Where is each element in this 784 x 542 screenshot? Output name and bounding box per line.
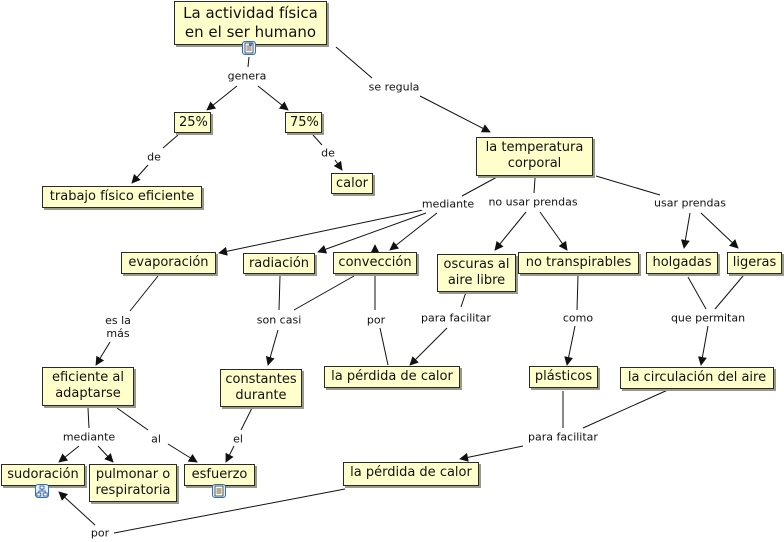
arrow-el-esfuerzo bbox=[225, 445, 235, 463]
arrow-eslamas-eficiente bbox=[95, 341, 111, 366]
link-label-son-casi: son casi bbox=[256, 313, 302, 327]
link-label-al: al bbox=[151, 432, 161, 446]
line-conv-soncasi bbox=[293, 275, 355, 311]
link-label-no-usar-prendas: no usar prendas bbox=[488, 195, 578, 209]
link-label-como: como bbox=[562, 311, 594, 325]
line-perdida-por bbox=[379, 327, 389, 366]
line-eficiente-mediante bbox=[87, 407, 90, 429]
arrow-soncasi-constantes bbox=[265, 329, 279, 366]
arrow-queperm-circulacion bbox=[698, 325, 709, 366]
link-label-el: el bbox=[233, 432, 243, 446]
concept-evaporacion[interactable]: evaporación bbox=[121, 252, 216, 274]
concept-map-icon[interactable] bbox=[35, 484, 49, 498]
line-root-seregula bbox=[335, 46, 373, 79]
concept-trabajo-fisico[interactable]: trabajo físico eficiente bbox=[42, 186, 202, 208]
link-label-de-25: de bbox=[147, 150, 161, 164]
concept-75-percent[interactable]: 75% bbox=[285, 112, 322, 133]
link-label-genera: genera bbox=[227, 69, 267, 83]
link-label-se-regula: se regula bbox=[368, 80, 420, 94]
arrow-parafac-perdida1 bbox=[409, 327, 448, 366]
link-label-para-facilitar-2: para facilitar bbox=[528, 430, 598, 444]
link-label-mediante-eficiente: mediante bbox=[62, 430, 116, 444]
arrow-nousar-oscuras bbox=[494, 211, 527, 251]
line-root-genera bbox=[247, 56, 250, 68]
arrow-seregula-temp bbox=[419, 95, 491, 133]
arrow-mediante-evap bbox=[218, 209, 424, 256]
line-notransp-como bbox=[576, 275, 579, 311]
line-holgadas-queperm bbox=[687, 276, 707, 310]
concept-eficiente-adaptarse[interactable]: eficiente al adaptarse bbox=[42, 367, 134, 406]
concept-perdida-de-calor-1[interactable]: la pérdida de calor bbox=[324, 366, 460, 388]
line-perdida2-por bbox=[113, 488, 346, 534]
link-label-mediante-temp: mediante bbox=[421, 197, 475, 211]
arrow-mediante-rad bbox=[317, 212, 427, 254]
concept-circulacion-aire[interactable]: la circulación del aire bbox=[620, 367, 774, 389]
concept-perdida-de-calor-2[interactable]: la pérdida de calor bbox=[343, 462, 479, 486]
line-temp-mediante bbox=[461, 176, 498, 197]
concept-plasticos[interactable]: plásticos bbox=[529, 366, 598, 388]
arrow-usar-ligeras bbox=[700, 212, 739, 249]
arrow-mediante-sudoracion bbox=[58, 445, 80, 463]
document-icon[interactable] bbox=[242, 41, 256, 55]
concept-calor[interactable]: calor bbox=[331, 173, 373, 194]
concept-no-transpirables[interactable]: no transpirables bbox=[518, 252, 639, 274]
arrow-mediante-conv bbox=[389, 212, 438, 251]
line-temp-nousar bbox=[533, 177, 536, 194]
concept-oscuras-aire-libre[interactable]: oscuras al aire libre bbox=[437, 254, 516, 292]
arrow-nousar-notransp bbox=[539, 211, 568, 251]
arrow-mediante-pulmonar bbox=[97, 445, 114, 463]
arrow-usar-holgadas bbox=[680, 212, 691, 249]
line-constantes-el bbox=[240, 405, 254, 431]
line-rad-soncasi bbox=[278, 275, 281, 311]
concept-holgadas[interactable]: holgadas bbox=[646, 252, 718, 274]
concept-radiacion[interactable]: radiación bbox=[243, 253, 315, 274]
concept-ligeras[interactable]: ligeras bbox=[727, 252, 782, 274]
line-ligeras-queperm bbox=[714, 275, 744, 310]
link-label-para-facilitar-1: para facilitar bbox=[421, 311, 491, 325]
line-evap-eslamas bbox=[129, 275, 159, 312]
line-oscuras-parafac bbox=[460, 291, 467, 308]
concept-temperatura-corporal[interactable]: la temperatura corporal bbox=[476, 137, 593, 176]
line-eficiente-al bbox=[116, 407, 149, 431]
arrow-de-trabajo bbox=[131, 164, 149, 184]
line-25-de bbox=[162, 134, 179, 149]
arrow-genera-75 bbox=[257, 85, 289, 111]
arrow-parafac-perdida2 bbox=[459, 445, 524, 462]
concept-constantes-durante[interactable]: constantes durante bbox=[220, 369, 302, 407]
concept-esfuerzo[interactable]: esfuerzo bbox=[184, 464, 255, 486]
document-icon[interactable] bbox=[212, 484, 226, 498]
link-label-que-permitan: que permitan bbox=[670, 311, 746, 325]
link-label-es-la-mas: es la más bbox=[101, 314, 135, 340]
link-label-por-sudoracion: por bbox=[90, 526, 110, 540]
concept-25-percent[interactable]: 25% bbox=[174, 112, 211, 133]
concept-conveccion[interactable]: convección bbox=[333, 252, 417, 274]
concept-sudoracion[interactable]: sudoración bbox=[1, 464, 85, 486]
link-label-usar-prendas: usar prendas bbox=[654, 196, 726, 210]
link-label-de-75: de bbox=[321, 146, 335, 160]
arrow-de-calor bbox=[333, 159, 343, 171]
arrow-al-esfuerzo bbox=[167, 443, 198, 463]
line-circulacion-parafac bbox=[582, 388, 671, 429]
arrow-genera-25 bbox=[206, 85, 238, 111]
line-75-de bbox=[312, 134, 323, 146]
concept-pulmonar-respiratoria[interactable]: pulmonar o respiratoria bbox=[89, 464, 177, 502]
line-temp-usar bbox=[595, 175, 661, 196]
arrow-por-sudoracion bbox=[58, 491, 96, 526]
arrow-como-plasticos bbox=[564, 325, 576, 366]
link-label-por-conveccion: por bbox=[366, 313, 386, 327]
concept-root[interactable]: La actividad física en el ser humano bbox=[174, 1, 327, 45]
